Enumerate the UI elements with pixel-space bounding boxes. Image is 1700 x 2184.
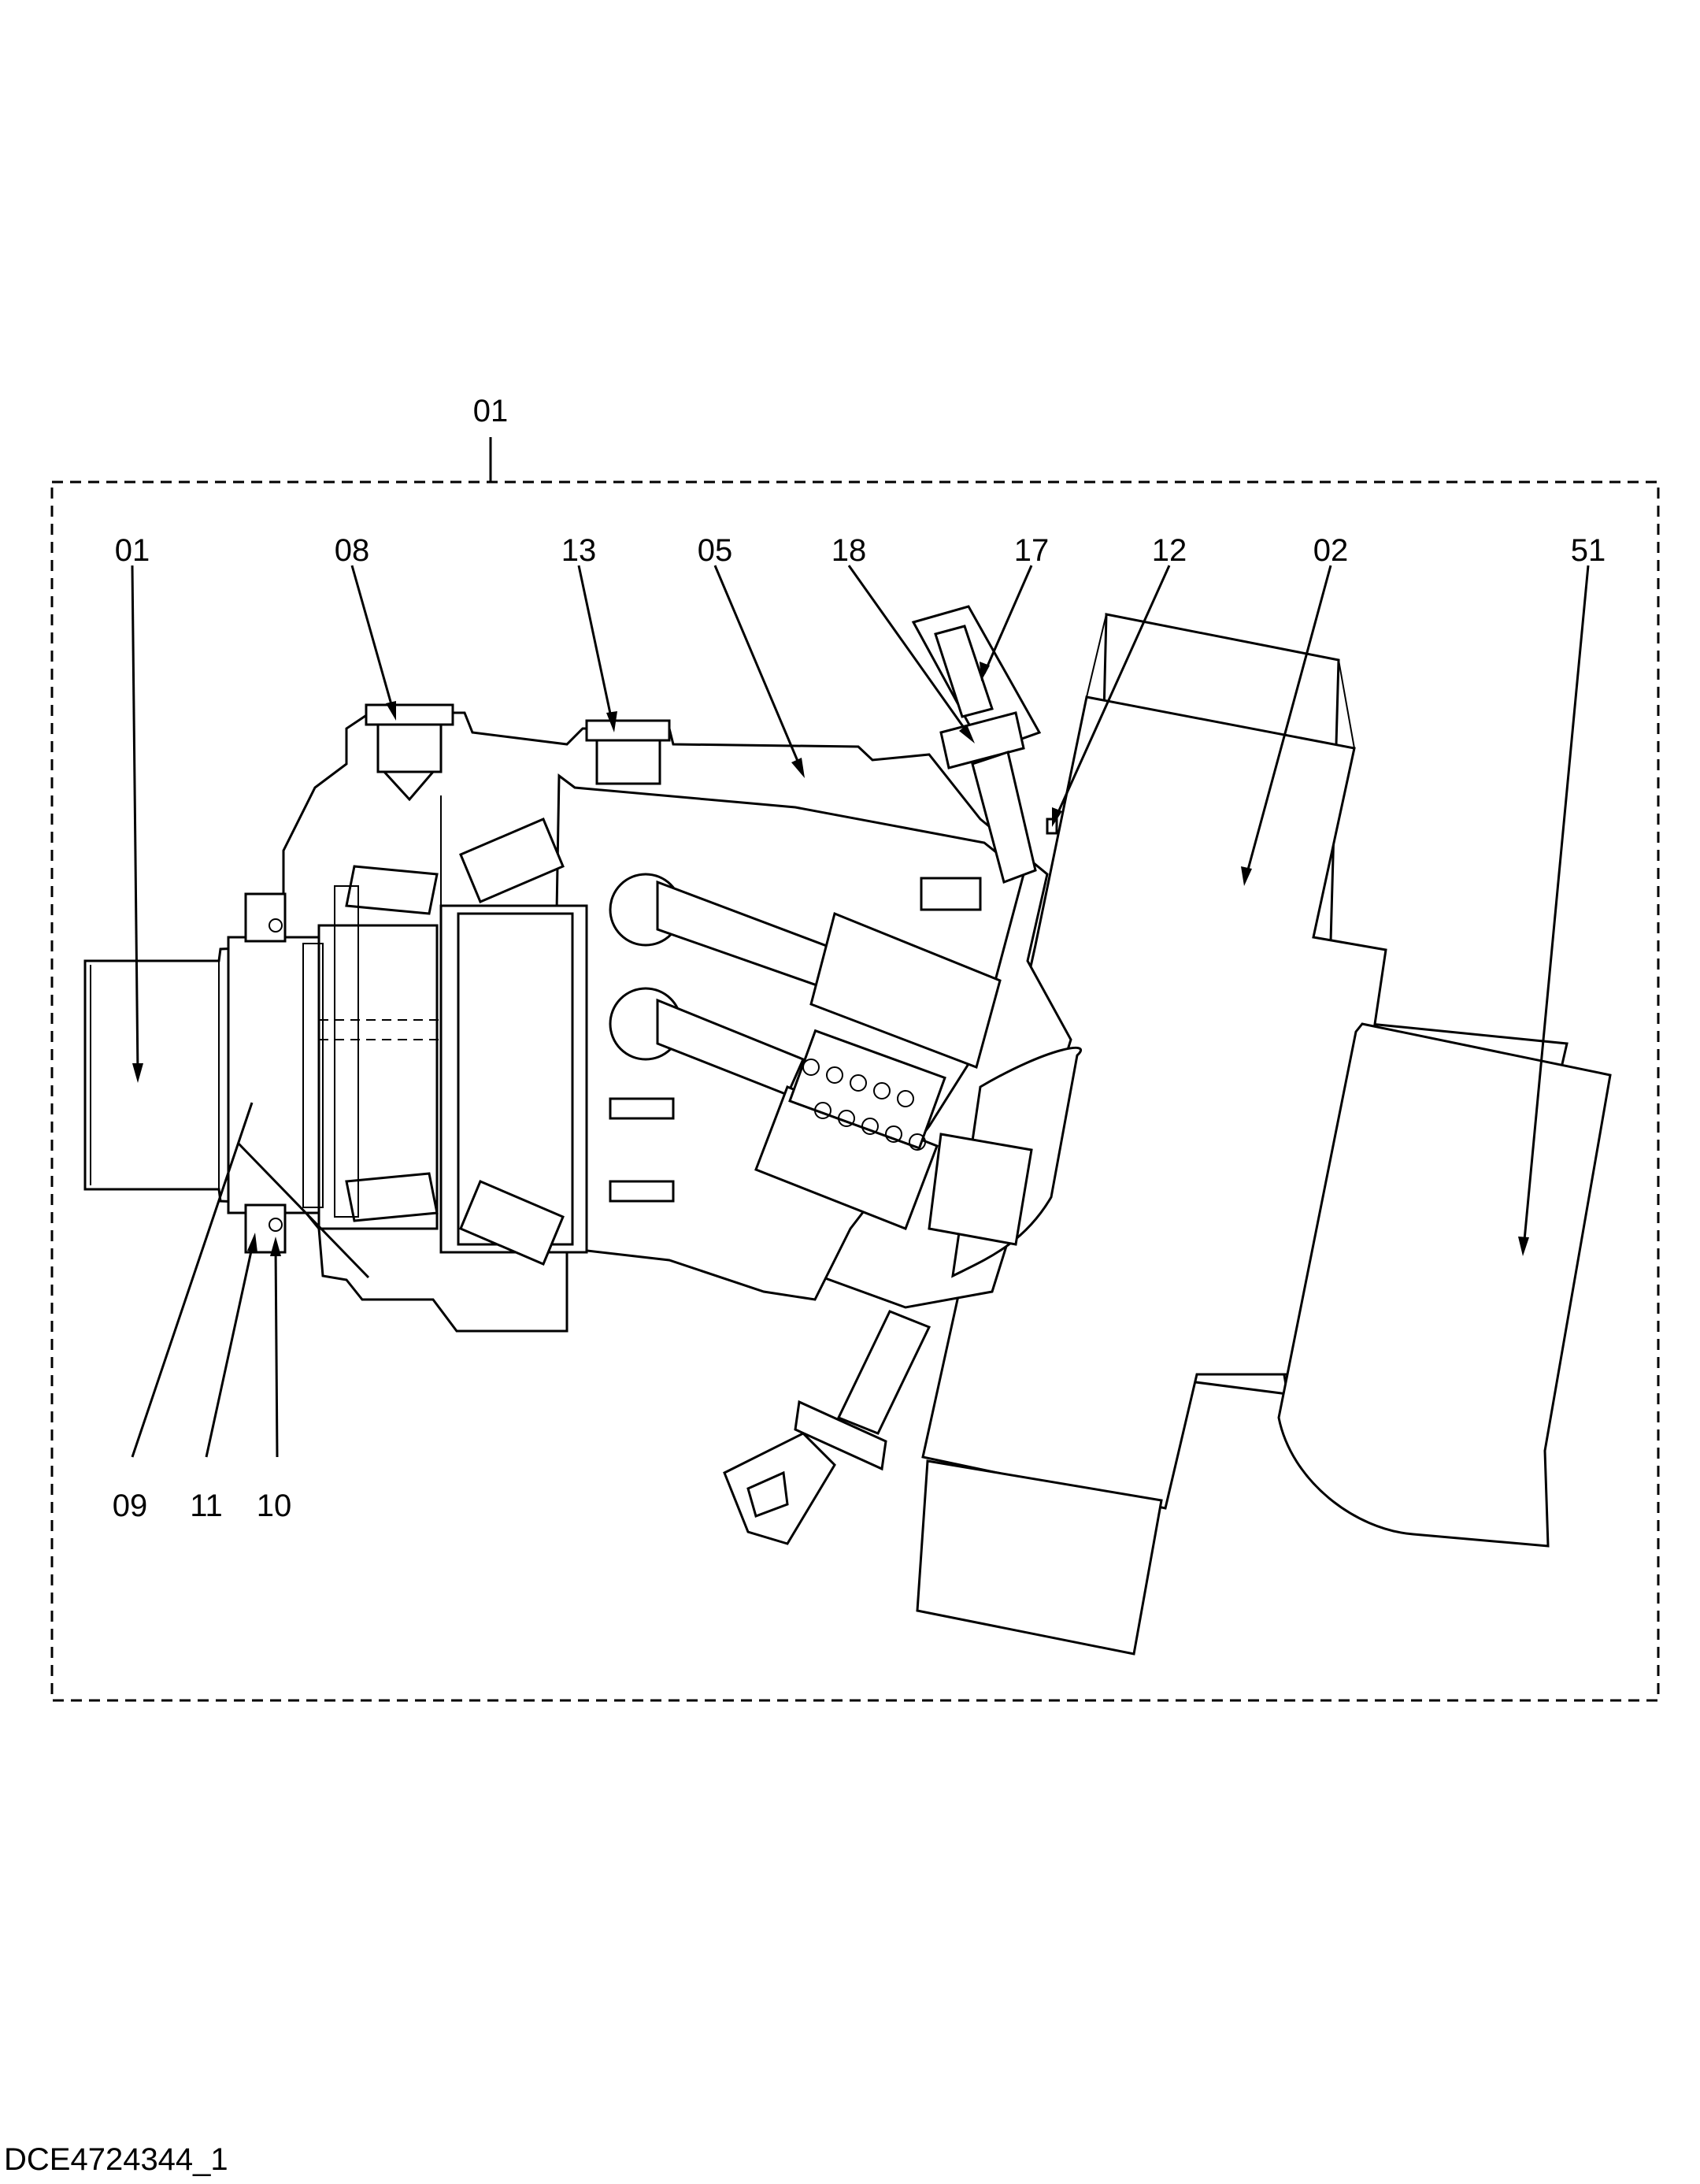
svg-text:10: 10 [257,1489,292,1523]
adjuster-screw-17 [911,605,1042,884]
callout-51: 51 [1518,533,1606,1256]
plug-13 [585,719,671,785]
svg-text:13: 13 [561,533,597,568]
svg-text:08: 08 [335,533,370,568]
bearing-hub [302,904,588,1254]
callout-12: 12 [1052,533,1187,827]
spring [788,1029,946,1151]
callout-01: 01 [115,533,150,1083]
lower-adjuster-screw [723,1310,931,1545]
callout-13: 13 [561,533,617,732]
tapered-roller-bearings [334,818,565,1266]
drawing-id: DCE4724344_1 [4,2142,228,2177]
callout-08: 08 [335,533,396,721]
svg-text:02: 02 [1313,533,1349,568]
pistons-and-cylinder [609,873,1083,1278]
assembly-boundary [50,480,1660,1702]
svg-text:05: 05 [698,533,733,568]
callout-11: 11 [190,1233,257,1523]
callout-17: 17 [980,533,1049,681]
svg-text:17: 17 [1014,533,1050,568]
svg-text:51: 51 [1571,533,1606,568]
callout-18: 18 [831,533,975,743]
callout-10: 10 [257,1237,292,1523]
callout-09: 09 [113,1102,370,1523]
svg-text:11: 11 [190,1489,223,1523]
svg-text:09: 09 [113,1489,148,1523]
svg-text:01: 01 [115,533,150,568]
callout-05: 05 [698,533,805,778]
small-rect [920,877,982,911]
callout-02: 02 [1241,533,1348,886]
svg-text:18: 18 [831,533,867,568]
plug-08 [365,703,454,802]
svg-text:12: 12 [1152,533,1187,568]
component-51 [916,1022,1612,1656]
output-shaft [83,936,320,1214]
assembly-label: 01 [473,394,509,428]
